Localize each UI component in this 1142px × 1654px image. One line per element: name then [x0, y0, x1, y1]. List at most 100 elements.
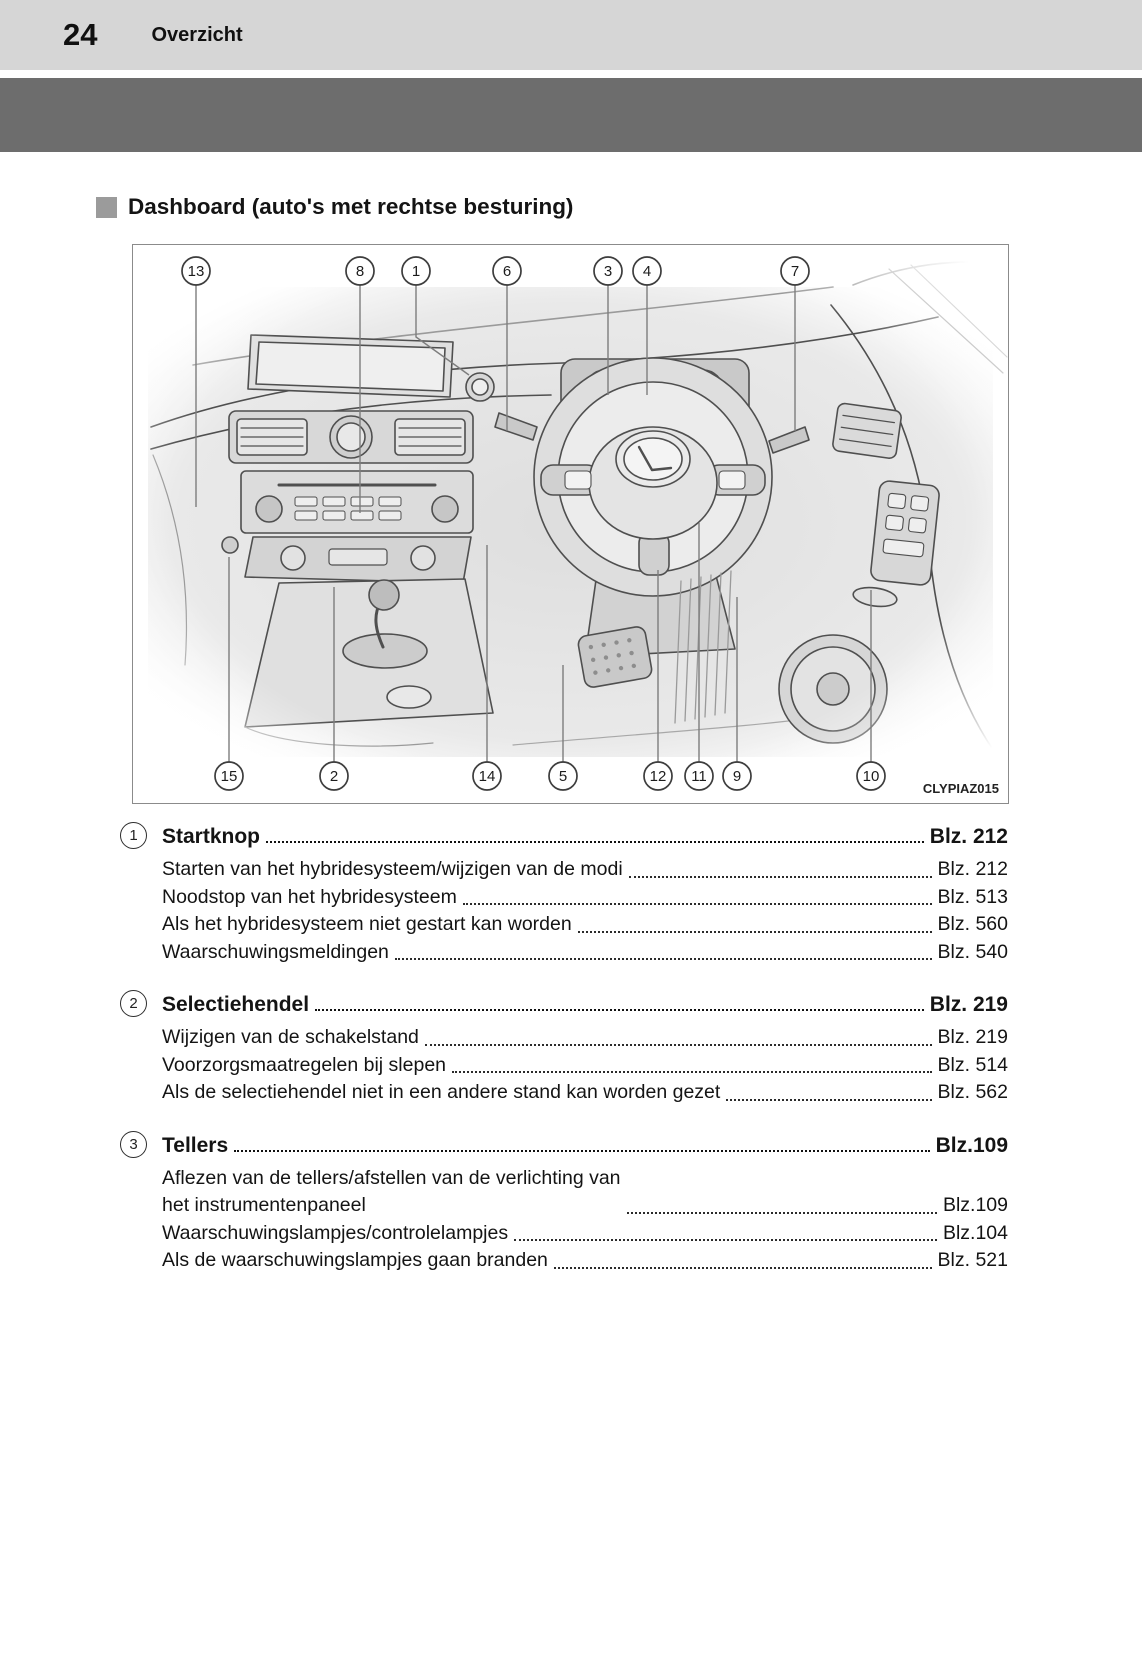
callout-6: 6 — [492, 256, 522, 286]
svg-text:5: 5 — [559, 768, 567, 785]
sub-entry: Aflezen van de tellers/afstellen van de … — [162, 1165, 1008, 1220]
svg-text:1: 1 — [412, 263, 420, 280]
callout-1: 1 — [401, 256, 431, 286]
callout-index-list: 1 Startknop Blz. 212 Starten van het hyb… — [120, 822, 1008, 1275]
dot-leader — [514, 1239, 937, 1241]
item-number-badge: 3 — [120, 1130, 147, 1158]
sub-entry: Wijzigen van de schakelstand Blz. 219 — [162, 1024, 1008, 1052]
dot-leader — [577, 930, 932, 933]
sub-entry: Noodstop van het hybridesysteem Blz. 513 — [162, 884, 1008, 912]
sub-entry: Voorzorgsmaatregelen bij slepen Blz. 514 — [162, 1052, 1008, 1080]
dot-leader — [626, 1211, 937, 1214]
callout-4: 4 — [632, 256, 662, 286]
figure-code: CLYPIAZ015 — [923, 781, 999, 796]
dot-leader — [462, 903, 932, 905]
item-sub-entries: Aflezen van de tellers/afstellen van de … — [162, 1165, 1008, 1275]
sub-entry-text: Starten van het hybridesysteem/wijzigen … — [162, 858, 623, 880]
sub-entry: Als het hybridesysteem niet gestart kan … — [162, 911, 1008, 939]
callout-10: 10 — [856, 761, 886, 791]
sub-entry-text: Aflezen van de tellers/afstellen van de … — [162, 1165, 621, 1220]
sub-entry: Waarschuwingsmeldingen Blz. 540 — [162, 939, 1008, 967]
svg-text:6: 6 — [503, 263, 511, 280]
dot-leader — [726, 1098, 932, 1101]
sub-entry-text: Als de waarschuwingslampjes gaan branden — [162, 1249, 548, 1271]
callout-13: 13 — [181, 256, 211, 286]
callout-14: 14 — [472, 761, 502, 791]
subsection-heading: Dashboard (auto's met rechtse besturing) — [96, 194, 1008, 220]
page-header: 24 Overzicht — [0, 0, 1142, 70]
sub-entry-page-ref: Blz.104 — [942, 1221, 1008, 1244]
callout-11: 11 — [684, 761, 714, 791]
item-sub-entries: Wijzigen van de schakelstand Blz. 219 Vo… — [162, 1024, 1008, 1107]
sub-entry-text: Wijzigen van de schakelstand — [162, 1026, 419, 1048]
svg-text:9: 9 — [733, 768, 741, 785]
dashboard-illustration: 13 8 1 6 3 4 7 15 2 14 5 12 11 9 10 CLYP… — [133, 245, 1008, 803]
list-item: 3 Tellers Blz.109 Aflezen van de tellers… — [120, 1130, 1008, 1275]
sub-entry-page-ref: Blz. 562 — [937, 1081, 1008, 1103]
sub-entry-page-ref: Blz. 212 — [937, 858, 1008, 880]
svg-text:12: 12 — [650, 768, 667, 785]
sub-entry-page-ref: Blz. 540 — [937, 940, 1008, 963]
dot-leader — [266, 841, 924, 843]
callout-2: 2 — [319, 761, 349, 791]
dot-leader — [452, 1071, 932, 1073]
item-head: 1 Startknop Blz. 212 — [120, 822, 1008, 849]
list-item: 2 Selectiehendel Blz. 219 Wijzigen van d… — [120, 990, 1008, 1107]
svg-text:7: 7 — [791, 263, 799, 280]
svg-text:13: 13 — [188, 263, 205, 280]
dot-leader — [234, 1149, 930, 1152]
dot-leader — [394, 958, 932, 960]
sub-entry-page-ref: Blz. 513 — [937, 885, 1008, 908]
sub-entry-page-ref: Blz.109 — [942, 1194, 1008, 1216]
item-page-ref: Blz.109 — [935, 1133, 1008, 1157]
sub-entry-page-ref: Blz. 219 — [937, 1026, 1008, 1048]
item-number-badge: 2 — [120, 990, 147, 1017]
list-item: 1 Startknop Blz. 212 Starten van het hyb… — [120, 822, 1008, 966]
sub-entry-page-ref: Blz. 560 — [937, 913, 1008, 935]
sub-entry: Als de waarschuwingslampjes gaan branden… — [162, 1247, 1008, 1275]
dashboard-figure: 13 8 1 6 3 4 7 15 2 14 5 12 11 9 10 CLYP… — [132, 244, 1009, 804]
dot-leader — [553, 1266, 932, 1269]
chapter-band — [0, 78, 1142, 152]
callout-12: 12 — [643, 761, 673, 791]
sub-entry-text: Waarschuwingslampjes/controlelampjes — [162, 1221, 509, 1244]
callout-5: 5 — [548, 761, 578, 791]
sub-entry: Waarschuwingslampjes/controlelampjes Blz… — [162, 1220, 1008, 1248]
callout-leader-lines — [195, 285, 872, 762]
dot-leader — [424, 1043, 932, 1046]
sub-entry-page-ref: Blz. 514 — [937, 1053, 1008, 1076]
callout-15: 15 — [214, 761, 244, 791]
sub-entry-text-line1: Aflezen van de tellers/afstellen van de … — [162, 1166, 621, 1189]
sub-entry: Starten van het hybridesysteem/wijzigen … — [162, 856, 1008, 884]
item-page-ref: Blz. 212 — [929, 825, 1008, 848]
callout-8: 8 — [345, 256, 375, 286]
item-number-badge: 1 — [120, 822, 147, 849]
item-head: 3 Tellers Blz.109 — [120, 1130, 1008, 1158]
dot-leader — [628, 875, 932, 878]
section-title: Overzicht — [151, 23, 243, 46]
callout-9: 9 — [722, 761, 752, 791]
sub-entry-text: Noodstop van het hybridesysteem — [162, 885, 457, 908]
sub-entry-text: Voorzorgsmaatregelen bij slepen — [162, 1053, 447, 1076]
svg-text:8: 8 — [356, 263, 364, 280]
page-number: 24 — [63, 17, 98, 52]
square-bullet-icon — [96, 196, 117, 218]
svg-text:14: 14 — [479, 768, 496, 785]
sub-entry-page-ref: Blz. 521 — [937, 1249, 1008, 1271]
sub-entry: Als de selectiehendel niet in een andere… — [162, 1079, 1008, 1107]
sub-entry-text: Als de selectiehendel niet in een andere… — [162, 1081, 721, 1103]
item-title: Selectiehendel — [162, 993, 310, 1016]
svg-text:11: 11 — [691, 768, 707, 785]
sub-entry-text: Als het hybridesysteem niet gestart kan … — [162, 913, 572, 935]
item-sub-entries: Starten van het hybridesysteem/wijzigen … — [162, 856, 1008, 966]
svg-text:2: 2 — [330, 768, 338, 785]
sub-entry-text-line2: het instrumentenpaneel — [162, 1194, 366, 1216]
vignette-overlay — [133, 245, 1008, 803]
callout-3: 3 — [593, 256, 623, 286]
item-page-ref: Blz. 219 — [929, 993, 1008, 1016]
item-title: Tellers — [162, 1133, 229, 1157]
item-title: Startknop — [162, 825, 261, 848]
svg-text:4: 4 — [643, 263, 651, 280]
callout-7: 7 — [780, 256, 810, 286]
dot-leader — [315, 1009, 924, 1011]
